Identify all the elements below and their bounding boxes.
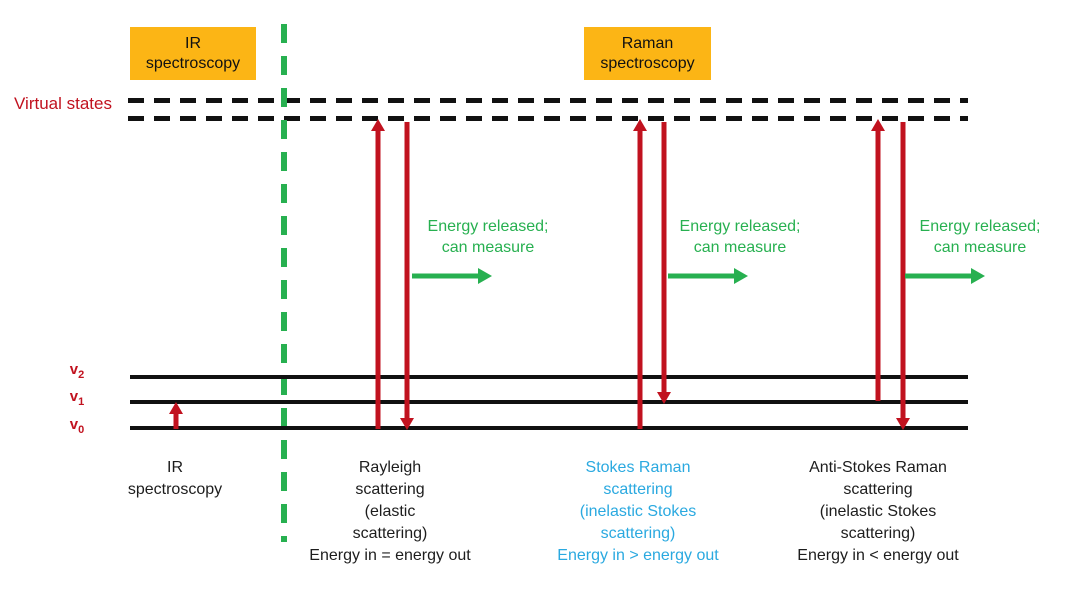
energy-release-arrow [905,268,985,284]
arrow-shaft [375,129,381,429]
label-line: scattering) [352,525,428,542]
raman-spectroscopy-header-box: Raman spectroscopy [584,27,711,80]
label-anti-stokes-raman-scattering: Anti-Stokes Raman scattering (inelastic … [748,457,1008,567]
note-line: can measure [441,239,535,256]
label-line: Stokes Raman [585,459,691,476]
label-line: spectroscopy [127,481,223,498]
note-line: Energy released; [919,218,1041,235]
label-line: scattering) [840,525,916,542]
anti-stokes-excitation-arrow [870,119,886,401]
label-line: scattering [843,481,913,498]
label-line: IR [167,459,183,476]
note-line: Energy released; [427,218,549,235]
energy-release-arrow [412,268,492,284]
right-arrowhead-icon [734,268,748,284]
up-arrowhead-icon [169,402,183,414]
up-arrowhead-icon [871,119,885,131]
arrow-shaft [668,273,737,279]
label-line: (inelastic Stokes [579,503,697,520]
level-line-v0 [130,426,968,430]
label-stokes-raman-scattering: Stokes Raman scattering (inelastic Stoke… [518,457,758,567]
label-line: scattering [603,481,673,498]
energy-release-arrow [668,268,748,284]
arrow-shaft [900,122,906,420]
note-line: Energy released; [679,218,801,235]
level-line-v2 [130,375,968,379]
label-line: (inelastic Stokes [819,503,937,520]
energy-released-note: Energy released; can measure [895,216,1065,258]
ir-header-line1: IR [185,34,201,52]
up-arrowhead-icon [371,119,385,131]
label-ir-spectroscopy: IR spectroscopy [85,457,265,501]
level-line-v1 [130,400,968,404]
anti-stokes-emission-arrow [895,122,911,430]
arrow-shaft [875,129,881,401]
virtual-states-label: Virtual states [14,94,112,113]
label-line: scattering) [600,525,676,542]
rayleigh-emission-arrow [399,122,415,430]
label-line: (elastic [364,503,416,520]
virtual-state-line-upper [128,98,968,103]
arrow-shaft [637,129,643,429]
raman-header-line1: Raman [621,34,674,52]
raman-header-line2: spectroscopy [600,54,695,72]
energy-released-note: Energy released; can measure [655,216,825,258]
right-arrowhead-icon [478,268,492,284]
label-line: Energy in < energy out [797,547,959,564]
note-line: can measure [933,239,1027,256]
level-label-v1: v1 [69,388,85,408]
level-label-v0: v0 [69,416,85,436]
right-arrowhead-icon [971,268,985,284]
up-arrowhead-icon [633,119,647,131]
arrow-shaft [661,122,667,394]
note-line: can measure [693,239,787,256]
ir-raman-divider-line [281,24,287,542]
down-arrowhead-icon [400,418,414,430]
level-label-v2: v2 [69,361,85,381]
virtual-state-line-lower [128,116,968,121]
arrow-shaft [412,273,481,279]
stokes-emission-arrow [656,122,672,404]
energy-released-note: Energy released; can measure [403,216,573,258]
arrow-shaft [404,122,410,420]
down-arrowhead-icon [657,392,671,404]
stokes-excitation-arrow [632,119,648,429]
label-line: Rayleigh [358,459,422,476]
label-line: scattering [355,481,425,498]
rayleigh-excitation-arrow [370,119,386,429]
ir-header-line2: spectroscopy [145,54,241,72]
arrow-shaft [905,273,974,279]
ir-spectroscopy-header-box: IR spectroscopy [130,27,256,80]
label-rayleigh-scattering: Rayleigh scattering (elastic scattering)… [280,457,500,567]
label-line: Energy in = energy out [309,547,471,564]
label-line: Anti-Stokes Raman [809,459,947,476]
down-arrowhead-icon [896,418,910,430]
label-line: Energy in > energy out [557,547,719,564]
ir-excitation-arrow [168,402,184,429]
arrow-shaft [173,412,179,429]
